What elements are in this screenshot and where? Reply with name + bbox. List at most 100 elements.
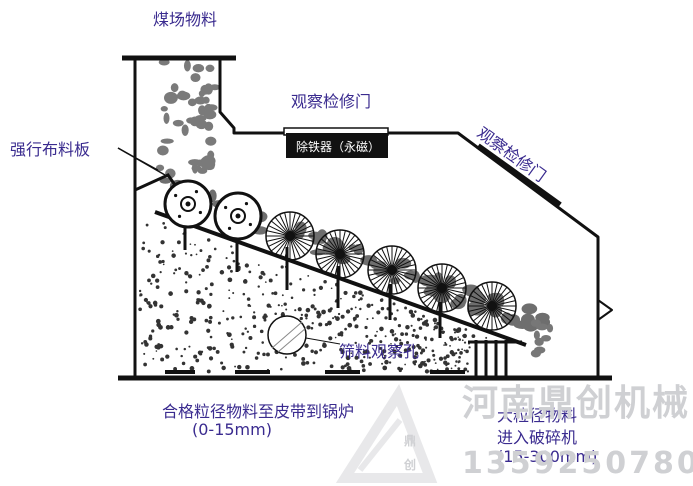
fine-particle xyxy=(139,295,141,297)
fine-particle xyxy=(294,309,296,311)
fine-particle xyxy=(466,362,469,365)
fine-particle xyxy=(239,316,242,319)
fine-particle xyxy=(364,326,367,329)
rotor-axle xyxy=(236,214,241,219)
fine-particle xyxy=(376,310,380,314)
fine-particle xyxy=(248,270,251,273)
fine-particle xyxy=(417,318,420,321)
fine-particle xyxy=(178,267,181,270)
fine-particle xyxy=(312,322,314,324)
fine-particle xyxy=(465,328,468,331)
fine-particle xyxy=(173,255,175,257)
coal-lump xyxy=(541,335,551,342)
fine-particle xyxy=(271,292,274,295)
fine-particle xyxy=(148,250,151,253)
fine-particle xyxy=(382,366,387,371)
fine-particle xyxy=(206,258,210,262)
fine-particle xyxy=(444,342,446,344)
fine-particle xyxy=(393,302,396,305)
fine-particle xyxy=(396,309,398,311)
fine-particle xyxy=(302,288,305,291)
fine-particle xyxy=(458,360,461,363)
fine-particle xyxy=(258,264,260,266)
fine-particle xyxy=(210,282,214,286)
coal-lump xyxy=(204,122,213,131)
fine-particle xyxy=(234,366,236,368)
fine-particle xyxy=(159,304,163,308)
fine-particle xyxy=(313,289,316,292)
fine-particle xyxy=(247,297,251,301)
fine-particle xyxy=(332,317,334,319)
fine-particle xyxy=(307,275,309,277)
fine-particle xyxy=(261,341,264,344)
coal-lump xyxy=(173,120,184,127)
fine-particle xyxy=(311,304,315,308)
fine-particle xyxy=(207,369,211,373)
fine-particle xyxy=(371,304,373,306)
fine-particle xyxy=(352,295,355,298)
rotor-bolt xyxy=(178,215,181,218)
fine-particle xyxy=(457,349,460,352)
fine-particle xyxy=(208,346,213,351)
fine-particle xyxy=(454,337,457,340)
fine-particle xyxy=(305,317,307,319)
fine-particle xyxy=(458,338,461,341)
fine-particle xyxy=(148,336,152,340)
rotor-bolt xyxy=(224,206,227,209)
fine-particle xyxy=(465,349,469,353)
fine-particle xyxy=(335,337,337,339)
fine-particle xyxy=(282,294,284,296)
fine-particle xyxy=(341,315,345,319)
fine-particle xyxy=(464,350,466,352)
fine-particle xyxy=(269,278,273,282)
fine-particle xyxy=(298,307,302,311)
fine-particle xyxy=(244,279,247,282)
fine-particle xyxy=(248,336,252,340)
fine-particle xyxy=(139,290,141,292)
rotor-bolt xyxy=(174,194,177,197)
observation-hole-label: 筛料观察孔 xyxy=(339,338,419,362)
fine-particle xyxy=(233,260,236,263)
rotor-bolt xyxy=(245,202,248,205)
fine-particle xyxy=(156,285,160,289)
fine-particle xyxy=(207,238,210,241)
fine-particle xyxy=(414,310,417,313)
fine-particle xyxy=(208,320,212,324)
fine-particle xyxy=(207,305,211,309)
fine-particle xyxy=(228,277,233,282)
fine-particle xyxy=(188,274,192,278)
coal-lump xyxy=(190,73,200,82)
fine-particle xyxy=(457,367,460,370)
fine-particle xyxy=(283,302,286,305)
fine-particle xyxy=(227,265,231,269)
fine-particle xyxy=(194,244,196,246)
fine-particle xyxy=(262,353,265,356)
fine-particle xyxy=(443,360,447,364)
fine-particle xyxy=(405,332,408,335)
coal-lump xyxy=(202,155,216,167)
fine-particle xyxy=(208,255,212,259)
fine-particle xyxy=(404,364,406,366)
fine-particle xyxy=(420,318,422,320)
coal-lump xyxy=(195,97,207,105)
fine-particle xyxy=(434,322,436,324)
iron-remover-label: 除铁器（永磁） xyxy=(296,138,380,155)
fine-particle xyxy=(249,305,251,307)
fine-particle xyxy=(433,328,435,330)
fine-particle xyxy=(154,303,158,307)
fine-particle xyxy=(354,324,358,328)
fine-particle xyxy=(379,327,384,332)
coal-lump xyxy=(193,64,204,72)
fine-particle xyxy=(462,335,464,337)
fine-particle xyxy=(168,291,173,296)
coal-lump xyxy=(204,83,213,94)
fine-particle xyxy=(275,274,277,276)
fine-particle xyxy=(195,359,199,363)
fine-particle xyxy=(196,301,200,305)
fine-particle xyxy=(156,255,159,258)
fine-particle xyxy=(425,339,427,341)
coal-lump xyxy=(205,137,216,146)
rotor-bolt xyxy=(249,223,252,226)
fine-particle xyxy=(190,254,192,256)
fine-particle xyxy=(439,357,443,361)
